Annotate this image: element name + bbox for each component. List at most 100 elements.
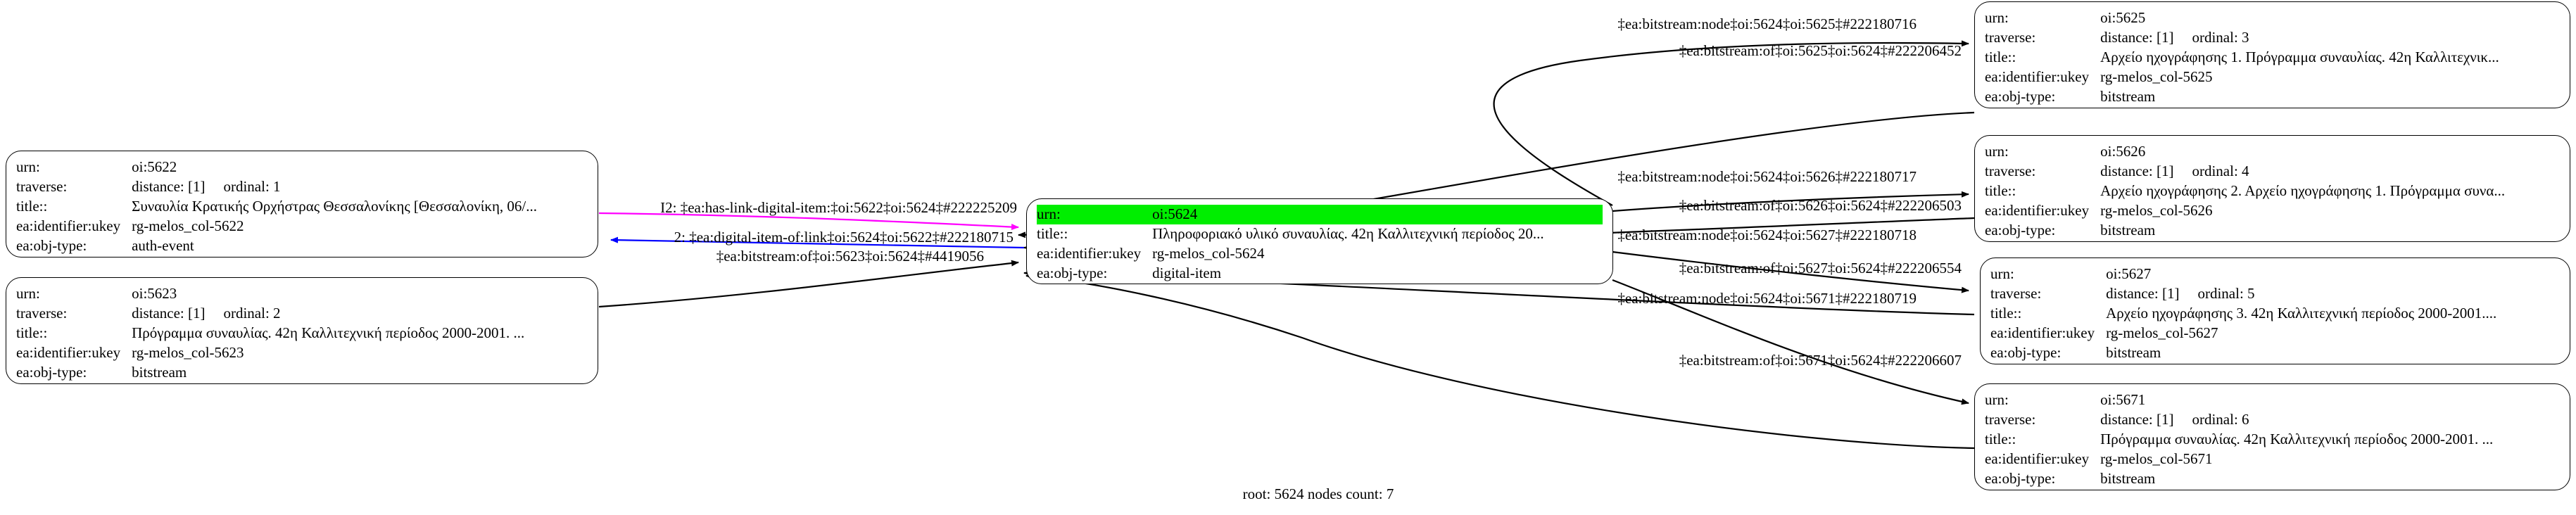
traverse-ordinal: ordinal: 2 <box>223 304 281 322</box>
field-value-traverse: distance: [1] ordinal: 2 <box>132 304 588 324</box>
field-label-urn: urn: <box>1985 391 2009 408</box>
node-row-urn: urn: oi:5623 <box>16 284 588 304</box>
traverse-distance: distance: [1] <box>2106 284 2180 302</box>
node-row-urn: urn: oi:5671 <box>1985 390 2560 410</box>
traverse-distance: distance: [1] <box>132 177 206 195</box>
node-row-objtype: ea:obj-type: bitstream <box>1985 221 2560 241</box>
field-label-ukey: ea:identifier:ukey <box>16 343 121 361</box>
edge-label-has-link-digital-item: I2: ‡ea:has-link-digital-item:‡oi:5622‡o… <box>660 199 1017 216</box>
node-row-ukey: ea:identifier:ukey rg-melos_col-5624 <box>1037 244 1603 264</box>
field-value-objtype: bitstream <box>2106 343 2161 361</box>
field-label-urn: urn: <box>1990 265 2014 282</box>
edge-label-digital-item-of-link: 2: ‡ea:digital-item-of:link‡oi:5624‡oi:5… <box>674 229 1014 246</box>
node-row-objtype: ea:obj-type: auth-event <box>16 236 588 256</box>
node-5624-root[interactable]: urn: oi:5624 title:: Πληροφοριακό υλικό … <box>1026 198 1613 284</box>
field-label-title: title:: <box>1985 182 2016 199</box>
node-row-title: title:: Πρόγραμμα συναυλίας. 42η Καλλιτε… <box>1985 430 2560 450</box>
field-value-traverse: distance: [1]ordinal: 4 <box>2100 162 2560 182</box>
edge-label-bitstream-of-5626: ‡ea:bitstream:of‡oi:5626‡oi:5624‡#222206… <box>1679 197 1962 214</box>
field-value-ukey: rg-melos_col-5627 <box>2106 324 2218 341</box>
field-value-objtype: auth-event <box>132 236 194 254</box>
node-row-urn-highlighted: urn: oi:5624 <box>1037 205 1603 224</box>
node-row-traverse: traverse: distance: [1]ordinal: 4 <box>1985 162 2560 182</box>
field-label-ukey: ea:identifier:ukey <box>1985 201 2090 219</box>
field-value-objtype: bitstream <box>2100 221 2156 239</box>
traverse-ordinal: ordinal: 3 <box>2192 28 2249 46</box>
field-label-objtype: ea:obj-type: <box>1990 343 2062 361</box>
field-value-urn: oi:5626 <box>2100 143 2146 160</box>
traverse-distance: distance: [1] <box>2100 162 2174 179</box>
field-value-objtype: digital-item <box>1152 264 1222 281</box>
field-label-title: title:: <box>1037 224 1068 242</box>
node-row-objtype: ea:obj-type: bitstream <box>1985 87 2560 107</box>
node-row-ukey: ea:identifier:ukey rg-melos_col-5622 <box>16 217 588 236</box>
field-value-title: Συναυλία Κρατικής Ορχήστρας Θεσσαλονίκης… <box>132 197 538 215</box>
field-label-objtype: ea:obj-type: <box>1037 264 1108 281</box>
field-label-urn: urn: <box>1037 205 1153 224</box>
node-row-ukey: ea:identifier:ukey rg-melos_col-5627 <box>1990 324 2560 343</box>
node-5671[interactable]: urn: oi:5671 traverse: distance: [1]ordi… <box>1974 383 2570 490</box>
field-value-urn: oi:5625 <box>2100 9 2146 26</box>
traverse-distance: distance: [1] <box>132 304 206 322</box>
field-value-ukey: rg-melos_col-5624 <box>1152 244 1265 262</box>
node-5625[interactable]: urn: oi:5625 traverse: distance: [1]ordi… <box>1974 1 2570 108</box>
edge-label-bitstream-of-5623: ‡ea:bitstream:of‡oi:5623‡oi:5624‡#441905… <box>716 248 984 265</box>
field-label-traverse: traverse: <box>1985 410 2036 428</box>
field-value-traverse: distance: [1]ordinal: 3 <box>2100 28 2560 48</box>
field-label-traverse: traverse: <box>1985 28 2036 46</box>
node-row-urn: urn: oi:5626 <box>1985 142 2560 162</box>
field-label-urn: urn: <box>16 285 40 302</box>
field-value-title: Αρχείο ηχογράφησης 1. Πρόγραμμα συναυλία… <box>2100 48 2499 65</box>
field-value-ukey: rg-melos_col-5623 <box>132 343 244 361</box>
field-value-title: Πρόγραμμα συναυλίας. 42η Καλλιτεχνική πε… <box>132 324 525 341</box>
field-value-urn: oi:5671 <box>2100 391 2146 408</box>
field-label-ukey: ea:identifier:ukey <box>1037 244 1142 262</box>
field-label-title: title:: <box>16 324 48 341</box>
field-value-ukey: rg-melos_col-5626 <box>2100 201 2213 219</box>
traverse-ordinal: ordinal: 5 <box>2197 284 2255 302</box>
traverse-ordinal: ordinal: 1 <box>223 177 281 195</box>
node-row-urn: urn: oi:5625 <box>1985 8 2560 28</box>
edge-label-bitstream-node-5627: ‡ea:bitstream:node‡oi:5624‡oi:5627‡#2221… <box>1617 227 1917 243</box>
field-label-urn: urn: <box>16 158 40 175</box>
node-row-objtype: ea:obj-type: bitstream <box>1990 343 2560 363</box>
traverse-distance: distance: [1] <box>2100 410 2174 428</box>
node-row-urn: urn: oi:5622 <box>16 158 588 177</box>
field-label-title: title:: <box>16 197 48 215</box>
node-5626[interactable]: urn: oi:5626 traverse: distance: [1]ordi… <box>1974 135 2570 242</box>
field-label-objtype: ea:obj-type: <box>1985 87 2056 105</box>
field-label-traverse: traverse: <box>1990 284 2042 302</box>
node-row-ukey: ea:identifier:ukey rg-melos_col-5623 <box>16 343 588 363</box>
node-row-objtype: ea:obj-type: bitstream <box>1985 469 2560 489</box>
field-value-ukey: rg-melos_col-5671 <box>2100 450 2213 467</box>
node-row-title: title:: Πληροφοριακό υλικό συναυλίας. 42… <box>1037 224 1603 244</box>
node-row-urn: urn: oi:5627 <box>1990 265 2560 284</box>
node-row-traverse: traverse: distance: [1]ordinal: 6 <box>1985 410 2560 430</box>
edge-label-bitstream-of-5625: ‡ea:bitstream:of‡oi:5625‡oi:5624‡#222206… <box>1679 42 1962 59</box>
node-row-traverse: traverse: distance: [1]ordinal: 2 <box>16 304 588 324</box>
field-value-title: Αρχείο ηχογράφησης 3. 42η Καλλιτεχνική π… <box>2106 304 2497 322</box>
node-row-objtype: ea:obj-type: digital-item <box>1037 264 1603 284</box>
field-value-title: Πρόγραμμα συναυλίας. 42η Καλλιτεχνική πε… <box>2100 430 2494 447</box>
node-row-traverse: traverse: distance: [1]ordinal: 3 <box>1985 28 2560 48</box>
node-5623[interactable]: urn: oi:5623 traverse: distance: [1]ordi… <box>6 277 598 384</box>
node-row-ukey: ea:identifier:ukey rg-melos_col-5671 <box>1985 450 2560 469</box>
field-value-objtype: bitstream <box>2100 469 2156 487</box>
node-row-title: title:: Αρχείο ηχογράφησης 1. Πρόγραμμα … <box>1985 48 2560 68</box>
node-5622[interactable]: urn: oi:5622 traverse: distance: [1]ordi… <box>6 151 598 258</box>
node-5627[interactable]: urn: oi:5627 traverse: distance: [1] ordi… <box>1980 258 2570 364</box>
field-label-objtype: ea:obj-type: <box>16 363 87 381</box>
field-label-title: title:: <box>1985 430 2016 447</box>
field-value-traverse: distance: [1] ordinal: 5 <box>2106 284 2560 304</box>
field-label-urn: urn: <box>1985 9 2009 26</box>
node-row-traverse: traverse: distance: [1]ordinal: 1 <box>16 177 588 197</box>
node-row-objtype: ea:obj-type: bitstream <box>16 363 588 383</box>
field-label-urn: urn: <box>1985 143 2009 160</box>
edge-label-bitstream-node-5671: ‡ea:bitstream:node‡oi:5624‡oi:5671‡#2221… <box>1617 290 1917 307</box>
field-value-ukey: rg-melos_col-5622 <box>132 217 244 234</box>
edge-path-bitstream-of-5623 <box>598 260 1019 308</box>
field-value-objtype: bitstream <box>132 363 187 381</box>
field-value-ukey: rg-melos_col-5625 <box>2100 68 2213 85</box>
field-label-ukey: ea:identifier:ukey <box>16 217 121 234</box>
